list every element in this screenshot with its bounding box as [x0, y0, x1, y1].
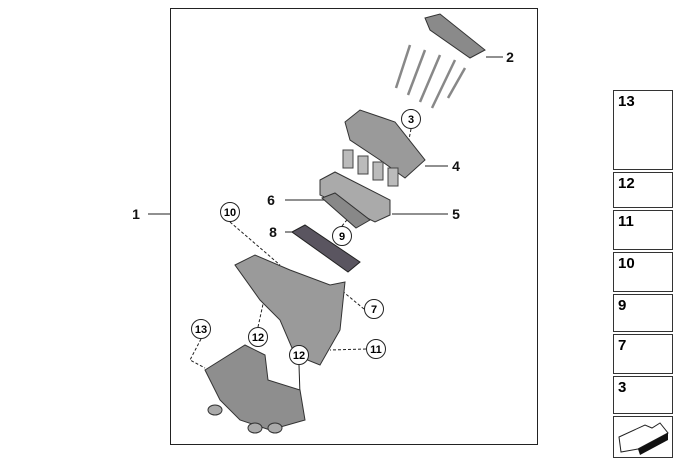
legend-number: 11 — [618, 213, 634, 230]
legend-number: 9 — [618, 297, 627, 314]
legend-item-10[interactable]: 10 — [613, 252, 673, 292]
callout-8: 8 — [269, 224, 277, 240]
callout-2: 2 — [506, 49, 514, 65]
orientation-box — [613, 416, 673, 458]
legend-number: 7 — [618, 337, 627, 354]
callout-3[interactable]: 3 — [401, 109, 421, 129]
legend-item-11[interactable]: 11 — [613, 210, 673, 250]
callout-1: 1 — [132, 206, 140, 222]
legend-item-13[interactable]: 13 — [613, 90, 673, 170]
callout-12[interactable]: 12 — [289, 345, 309, 365]
callout-13[interactable]: 13 — [191, 319, 211, 339]
direction-arrow-icon — [618, 422, 669, 453]
legend-item-9[interactable]: 9 — [613, 294, 673, 332]
callout-12[interactable]: 12 — [248, 327, 268, 347]
legend-number: 3 — [618, 379, 627, 396]
callout-6: 6 — [267, 192, 275, 208]
legend-number: 10 — [618, 255, 635, 272]
part-2-cover — [424, 13, 486, 59]
legend-number: 12 — [618, 175, 635, 192]
callout-10[interactable]: 10 — [220, 202, 240, 222]
callout-7[interactable]: 7 — [364, 299, 384, 319]
legend-number: 13 — [618, 93, 635, 110]
legend-item-7[interactable]: 7 — [613, 334, 673, 374]
callout-9[interactable]: 9 — [332, 226, 352, 246]
callout-4: 4 — [452, 158, 460, 174]
legend-item-12[interactable]: 12 — [613, 172, 673, 208]
main-diagram-frame — [170, 8, 538, 445]
callout-5: 5 — [452, 206, 460, 222]
callout-11[interactable]: 11 — [366, 339, 386, 359]
legend-item-3[interactable]: 3 — [613, 376, 673, 414]
